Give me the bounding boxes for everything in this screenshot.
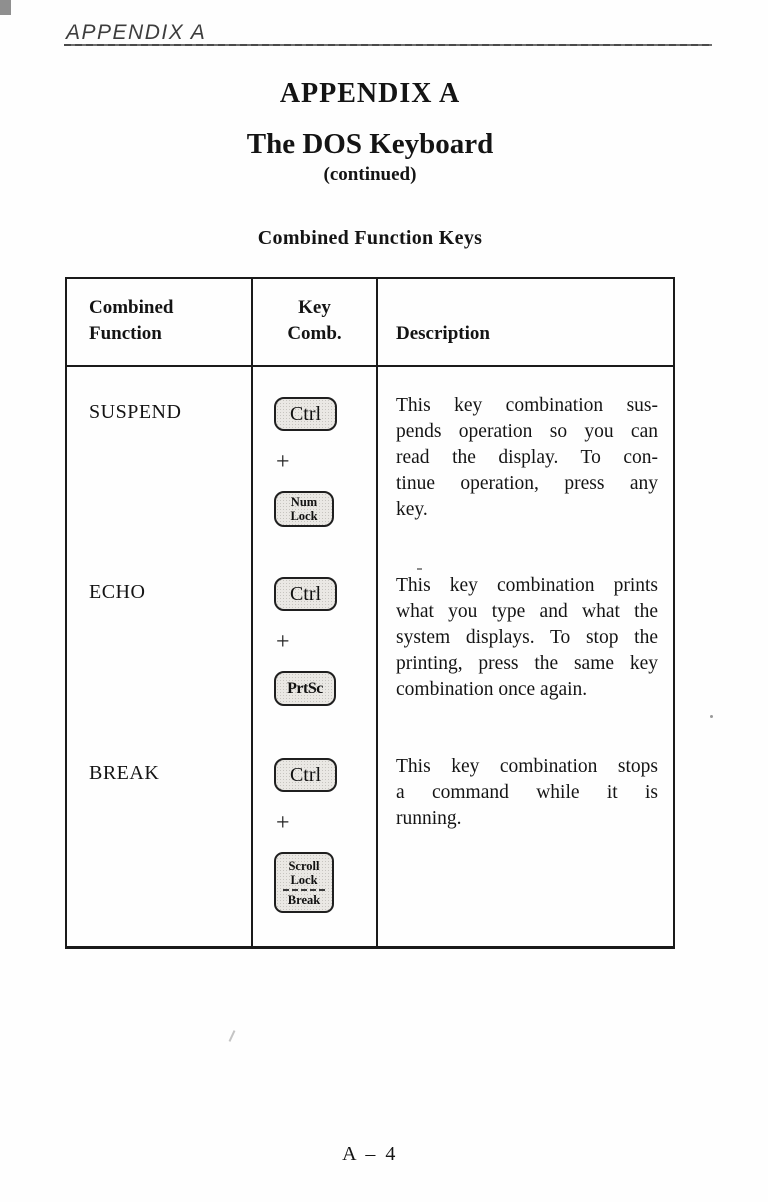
plus-sign: + bbox=[276, 810, 290, 836]
keycap-prtsc-icon: PrtSc bbox=[274, 671, 336, 706]
description-line: printing, press the same key bbox=[396, 653, 658, 674]
running-header-rule bbox=[64, 44, 712, 46]
description-line: running. bbox=[396, 808, 462, 829]
plus-sign: + bbox=[276, 629, 290, 655]
column-header-description: Description bbox=[378, 279, 673, 367]
description-line: key. bbox=[396, 499, 428, 520]
description-line: This key combination sus- bbox=[396, 395, 658, 416]
keycap-ctrl-icon: Ctrl bbox=[274, 397, 337, 431]
keycap-num-lock-icon: Num Lock bbox=[274, 491, 334, 527]
description-echo: This key combination prints what you typ… bbox=[378, 547, 673, 728]
combined-function-keys-table: Combined Function Key Comb. Description … bbox=[65, 277, 675, 949]
scan-speck bbox=[710, 715, 713, 718]
description-line: read the display. To con- bbox=[396, 447, 658, 468]
appendix-title: APPENDIX A bbox=[279, 78, 461, 109]
key-combination-suspend: Ctrl + Num Lock bbox=[253, 367, 378, 547]
function-name-break: BREAK bbox=[67, 728, 253, 946]
description-line: tinue operation, press any bbox=[396, 473, 658, 494]
description-line: This key combination prints bbox=[396, 575, 658, 596]
key-combination-break: Ctrl + Scroll Lock Break bbox=[253, 728, 378, 946]
description-line: pends operation so you can bbox=[396, 421, 658, 442]
document-title: The DOS Keyboard bbox=[246, 128, 494, 160]
keycap-divider bbox=[283, 888, 325, 891]
description-break: This key combination stops a command whi… bbox=[378, 728, 673, 946]
continued-label: (continued) bbox=[323, 164, 417, 185]
description-suspend: This key combination sus- pends operatio… bbox=[378, 367, 673, 547]
description-line: This key combination stops bbox=[396, 756, 658, 777]
page-number: A – 4 bbox=[342, 1143, 398, 1165]
plus-sign: + bbox=[276, 449, 290, 475]
section-title: Combined Function Keys bbox=[257, 227, 483, 249]
description-line: combination once again. bbox=[396, 679, 588, 700]
description-line: a command while it is bbox=[396, 782, 658, 803]
function-name-echo: ECHO bbox=[67, 547, 253, 728]
column-header-combined-function: Combined Function bbox=[67, 279, 253, 367]
running-header: APPENDIX A bbox=[66, 21, 207, 44]
scan-speck bbox=[228, 1030, 236, 1042]
keycap-ctrl-icon: Ctrl bbox=[274, 577, 337, 611]
description-line: what you type and what the bbox=[396, 601, 658, 622]
scan-speck bbox=[417, 568, 422, 570]
column-header-key-comb: Key Comb. bbox=[253, 279, 378, 367]
scan-corner-artifact bbox=[0, 0, 11, 15]
description-line: system displays. To stop the bbox=[396, 627, 658, 648]
keycap-scroll-lock-break-icon: Scroll Lock Break bbox=[274, 852, 334, 913]
keycap-ctrl-icon: Ctrl bbox=[274, 758, 337, 792]
function-name-suspend: SUSPEND bbox=[67, 367, 253, 547]
key-combination-echo: Ctrl + PrtSc bbox=[253, 547, 378, 728]
